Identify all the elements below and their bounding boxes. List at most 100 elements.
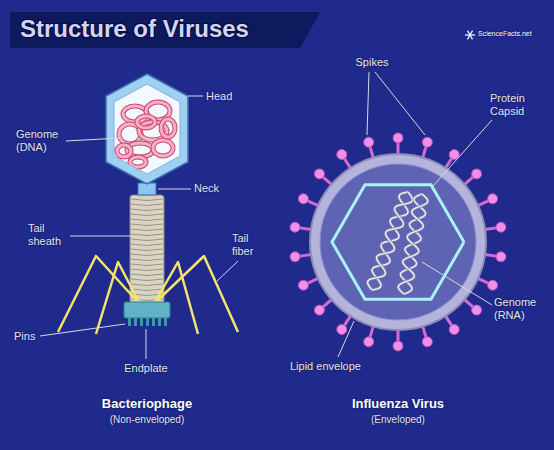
part-label: Endplate	[124, 362, 167, 375]
leader-line	[70, 236, 130, 237]
rna-strand	[368, 192, 413, 290]
figure-subcaption: (Non-enveloped)	[110, 414, 185, 426]
dna-coil	[161, 119, 175, 137]
dna-coil-edge	[153, 140, 173, 156]
sheath-ring	[131, 229, 163, 231]
pin	[134, 318, 137, 326]
leader-line	[40, 324, 125, 336]
sheath-ring	[131, 289, 163, 291]
sheath-ring	[131, 264, 163, 266]
title-banner	[10, 12, 320, 48]
pin	[164, 318, 167, 326]
watermark: ScienceFacts.net	[478, 30, 532, 38]
spike-head	[472, 169, 482, 179]
dna-coil-edge	[117, 145, 131, 157]
figure-subcaption: (Enveloped)	[371, 414, 425, 426]
leader-line	[375, 72, 425, 135]
head-capsid	[106, 74, 188, 184]
figure-caption: Influenza Virus	[352, 396, 444, 412]
dna-coil	[137, 116, 155, 128]
protein-capsid	[332, 185, 464, 299]
logo-stroke	[468, 31, 471, 35]
spike-head	[472, 305, 482, 315]
spike-head	[298, 194, 308, 204]
pin	[140, 318, 143, 326]
sheath-ring	[131, 214, 163, 216]
spike-head	[496, 252, 506, 262]
rna-strand-edge	[398, 194, 428, 294]
endplate	[124, 302, 170, 318]
spike-head	[314, 305, 324, 315]
pin	[146, 318, 149, 326]
spike-head	[290, 222, 300, 232]
sheath-ring	[131, 224, 163, 226]
dna-coil	[117, 145, 131, 157]
sheath-ring	[131, 244, 163, 246]
spike-head	[393, 341, 403, 351]
leader-line	[422, 262, 492, 305]
rna-strand-edge	[368, 192, 413, 290]
leader-line	[146, 329, 147, 359]
pin	[152, 318, 155, 326]
part-label: Genome (RNA)	[494, 296, 550, 322]
spike-head	[364, 337, 374, 347]
dna-coil-edge	[161, 119, 175, 137]
figure-caption: Bacteriophage	[102, 396, 192, 412]
spike-head	[496, 222, 506, 232]
sheath-ring	[131, 199, 163, 201]
part-label: Spikes	[355, 56, 388, 69]
pin	[158, 318, 161, 326]
spike-head	[449, 324, 459, 334]
tail-sheath	[130, 195, 164, 303]
part-label: Tail fiber	[232, 232, 266, 258]
spike-head	[314, 169, 324, 179]
sheath-ring	[131, 249, 163, 251]
logo-icon	[465, 31, 475, 40]
spike-head	[488, 194, 498, 204]
part-label: Head	[206, 90, 232, 103]
virus-interior	[320, 164, 476, 320]
sheath-ring	[131, 279, 163, 281]
spike-head	[290, 252, 300, 262]
leader-line	[188, 96, 203, 97]
spike-head	[337, 324, 347, 334]
spike-head	[422, 337, 432, 347]
dna-coil-edge	[130, 157, 146, 167]
rna-strand	[398, 194, 428, 294]
spike-head	[337, 150, 347, 160]
leader-line	[433, 120, 492, 186]
spike-head	[364, 137, 374, 147]
sheath-ring	[131, 254, 163, 256]
leader-line	[158, 189, 191, 190]
sheath-ring	[131, 259, 163, 261]
sheath-ring	[131, 234, 163, 236]
tail-fiber	[96, 262, 140, 334]
leader-line	[66, 138, 120, 141]
sheath-ring	[131, 219, 163, 221]
lipid-envelope	[310, 154, 486, 330]
part-label: Pins	[14, 330, 35, 343]
sheath-ring	[131, 269, 163, 271]
sheath-ring	[131, 274, 163, 276]
logo-stroke	[470, 31, 473, 35]
tail-fiber	[58, 256, 136, 332]
part-label: Neck	[194, 182, 219, 195]
dna-coil	[130, 157, 146, 167]
spike-head	[488, 280, 498, 290]
spike-head	[393, 133, 403, 143]
part-label: Lipid envelope	[290, 360, 361, 373]
leader-line	[217, 261, 238, 281]
sheath-ring	[131, 209, 163, 211]
dna-genome	[117, 102, 175, 167]
sheath-ring	[131, 239, 163, 241]
head-inner	[114, 84, 180, 174]
leader-line	[338, 321, 354, 357]
leader-line	[367, 72, 369, 135]
logo-stroke	[470, 35, 473, 39]
part-label: Genome (DNA)	[16, 128, 72, 154]
sheath-ring	[131, 284, 163, 286]
part-label: Tail sheath	[28, 222, 72, 248]
